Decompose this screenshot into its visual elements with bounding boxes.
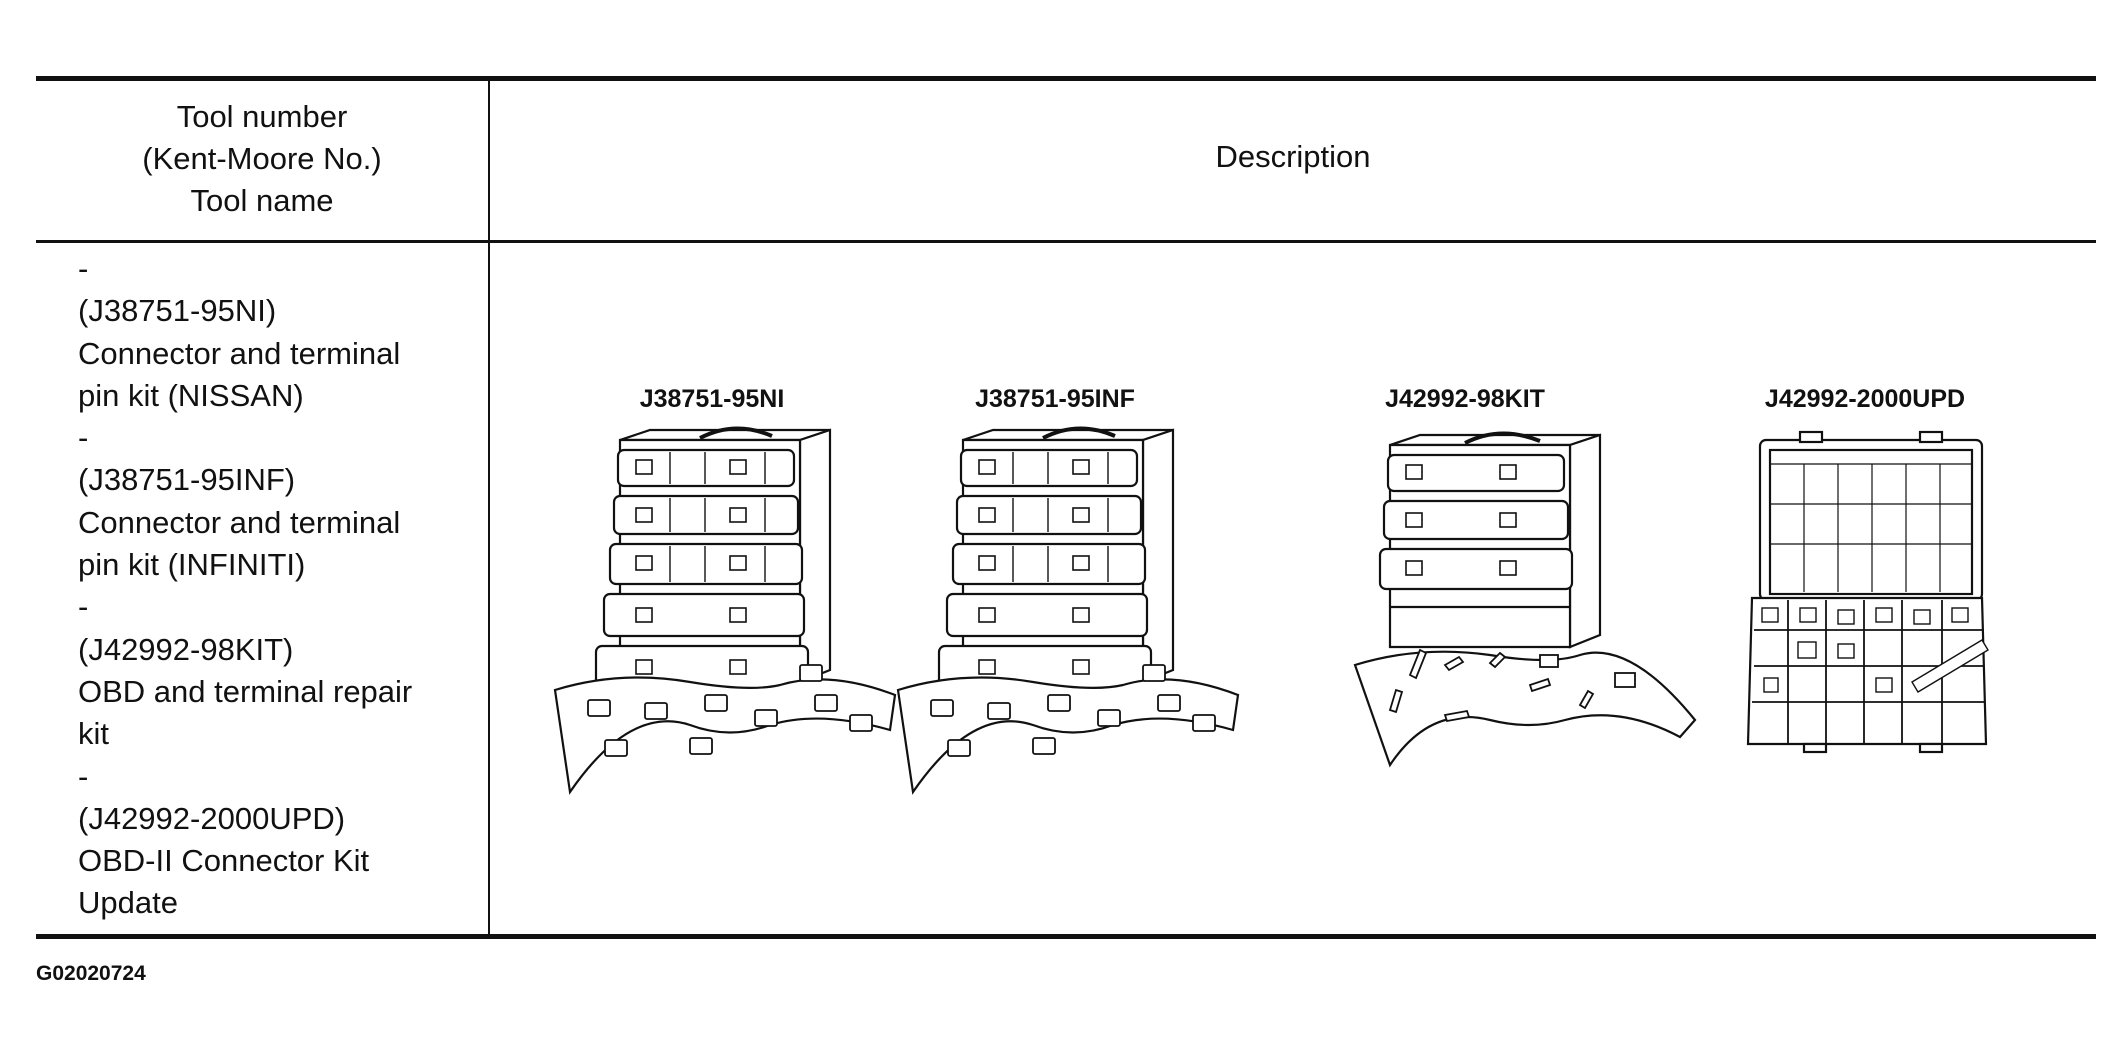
tool-name-line: Update — [78, 885, 178, 921]
kit-label-obd-kit: J42992-98KIT — [1385, 385, 1545, 413]
five-drawer-cabinet-icon — [896, 426, 1240, 795]
tool-number: (J38751-95INF) — [78, 462, 296, 498]
column-divider — [488, 80, 490, 936]
tool-number: (J42992-2000UPD) — [78, 800, 346, 836]
tool-number: (J42992-98KIT) — [78, 631, 294, 667]
tool-name-line: pin kit (NISSAN) — [78, 377, 304, 413]
header-description: Description — [1215, 139, 1371, 174]
header-rule — [36, 240, 2096, 243]
table-top-rule — [36, 76, 2096, 81]
tool-name-line: pin kit (INFINITI) — [78, 547, 306, 583]
list-dash: - — [78, 758, 89, 794]
kit-label-infiniti: J38751-95INF — [975, 385, 1135, 413]
tool-table: Tool number (Kent-Moore No.) Tool name D… — [36, 76, 2096, 942]
tool-name-line: OBD-II Connector Kit — [78, 843, 370, 879]
tool-name-line: Connector and terminal — [78, 335, 401, 371]
header-line: Tool number — [176, 99, 348, 134]
list-dash: - — [78, 589, 89, 625]
table-bottom-rule — [36, 934, 2096, 939]
tool-number: (J38751-95NI) — [78, 293, 277, 329]
tool-list: - (J38751-95NI) Connector and terminal p… — [78, 248, 488, 925]
tool-name-line: Connector and terminal — [78, 504, 401, 540]
header-tool-number: Tool number (Kent-Moore No.) Tool name — [36, 96, 488, 222]
list-dash: - — [78, 420, 89, 456]
kit-label-nissan: J38751-95NI — [639, 385, 785, 413]
header-line: (Kent-Moore No.) — [142, 141, 382, 176]
list-dash: - — [78, 251, 89, 286]
header-line: Tool name — [190, 183, 334, 218]
five-drawer-cabinet-icon — [553, 426, 897, 795]
compartment-case-icon — [1746, 430, 1989, 754]
tool-name-line: kit — [78, 716, 109, 752]
figure-id: G02020724 — [36, 962, 146, 985]
kit-label-obd2-update: J42992-2000UPD — [1764, 385, 1966, 413]
tool-name-line: OBD and terminal repair — [78, 673, 413, 709]
three-drawer-cabinet-icon — [1353, 431, 1697, 768]
